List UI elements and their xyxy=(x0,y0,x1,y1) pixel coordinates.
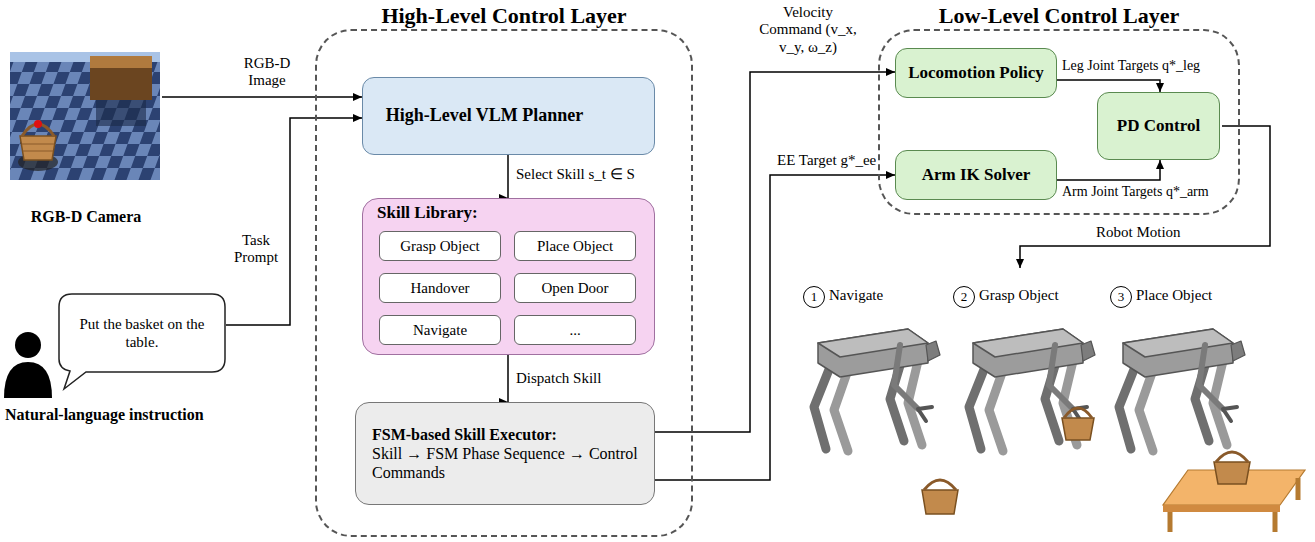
skill-box: Grasp Object xyxy=(379,231,501,261)
edge-label: Task Prompt xyxy=(228,232,284,267)
edge-label: Select Skill s_t ∈ S xyxy=(516,166,635,183)
edge-label: RGB-D Image xyxy=(236,55,298,90)
connector-arrow xyxy=(162,96,362,98)
connector-arrow xyxy=(655,72,895,432)
edge-label: Velocity Command (v_x, v_y, ω_z) xyxy=(752,4,864,56)
green-box: Arm IK Solver xyxy=(895,150,1057,200)
node-body: Skill → FSM Phase Sequence → Control Com… xyxy=(372,444,638,482)
skill-box: Navigate xyxy=(379,315,501,345)
connector-arrow xyxy=(507,355,509,402)
camera-box: RGB-D Camera xyxy=(10,52,162,230)
node-title: FSM-based Skill Executor: xyxy=(372,425,557,444)
skill-box: Open Door xyxy=(514,273,636,303)
lib-box: Skill Library: Grasp Object Place ObjectHa… xyxy=(362,198,655,355)
edge-label: Leg Joint Targets q*_leg xyxy=(1062,58,1200,74)
callout-number: 3 xyxy=(1110,286,1132,308)
connector-arrow xyxy=(1057,80,1160,92)
node-title: Navigate xyxy=(413,321,467,339)
connector-arrow xyxy=(1057,160,1160,180)
callout-number: 2 xyxy=(953,286,975,308)
node-title: PD Control xyxy=(1117,116,1200,136)
step-label: Navigate xyxy=(829,287,883,304)
node-title: Place Object xyxy=(537,237,613,255)
skill-box: Place Object xyxy=(514,231,636,261)
skill-box: Handover xyxy=(379,273,501,303)
camera-view xyxy=(10,52,160,180)
connector-arrow xyxy=(226,118,362,325)
node-title: High-Level Control Layer xyxy=(377,3,630,29)
node-title: ... xyxy=(569,321,580,339)
connector-arrow xyxy=(507,155,509,198)
person-icon xyxy=(4,332,52,398)
fsm-box: FSM-based Skill Executor:Skill → FSM Pha… xyxy=(355,402,655,505)
green-box: PD Control xyxy=(1097,92,1220,160)
callout-number: 1 xyxy=(803,286,825,308)
node-title: Open Door xyxy=(541,279,608,297)
edge-label: EE Target g*_ee xyxy=(777,152,876,169)
layer-box: High-Level Control LayerHigh-Level VLM P… xyxy=(315,3,693,537)
bubble-box: Put the basket on the table. xyxy=(58,293,226,373)
node-title: Put the basket on the table. xyxy=(58,315,226,351)
node-title: Grasp Object xyxy=(400,237,480,255)
caption: Natural-language instruction xyxy=(5,406,204,424)
node-title: RGB-D Camera xyxy=(31,207,142,226)
edge-label: Arm Joint Targets q*_arm xyxy=(1062,184,1209,200)
edge-note: Robot Motion xyxy=(1096,224,1181,241)
node-title: Arm IK Solver xyxy=(922,165,1031,185)
robot-illustrations xyxy=(814,329,1305,532)
skill-box: ... xyxy=(514,315,636,345)
node-title: Low-Level Control Layer xyxy=(935,3,1183,29)
node-title: Skill Library: xyxy=(377,203,478,223)
node-title: Locomotion Policy xyxy=(908,63,1044,83)
step-label: Grasp Object xyxy=(979,287,1059,304)
node-title: High-Level VLM Planner xyxy=(386,105,584,127)
edge-label: Dispatch Skill xyxy=(516,370,601,387)
speech-bubble xyxy=(58,293,226,373)
step-label: Place Object xyxy=(1136,287,1212,304)
connector-arrow xyxy=(655,175,895,480)
green-box: Locomotion Policy xyxy=(895,48,1057,98)
node-title: Handover xyxy=(410,279,469,297)
planner-box: High-Level VLM Planner xyxy=(362,77,655,155)
